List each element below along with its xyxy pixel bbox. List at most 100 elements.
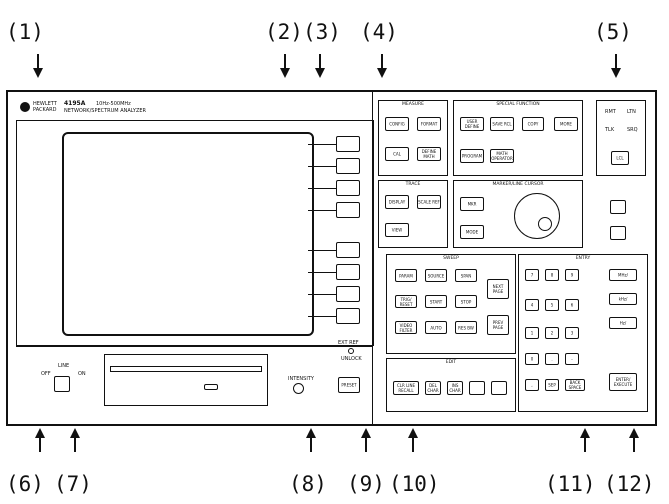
key-label: INS CHAR xyxy=(449,383,461,393)
callout-2: (2) xyxy=(265,20,303,44)
unit-key-2[interactable]: kHz/ xyxy=(609,293,637,305)
clr-line-recall-key[interactable]: CLR LINE RECALL xyxy=(393,381,419,395)
math-operator-key[interactable]: MATH OPERATOR xyxy=(490,149,514,163)
callout-7: (7) xyxy=(54,472,92,496)
key-7[interactable]: 7 xyxy=(525,269,539,281)
key-label: . xyxy=(551,356,553,362)
key-label: MHz/ xyxy=(618,272,628,278)
key-label: VIDEO FILTER xyxy=(399,322,413,333)
srq-label: SRQ xyxy=(627,127,638,133)
measure-section: MEASURE CONFIG FORMAT CAL DEFINE MATH xyxy=(378,100,448,176)
special-function-title: SPECIAL FUNCTION xyxy=(496,102,540,107)
unit-key-1[interactable]: MHz/ xyxy=(609,269,637,281)
key-label: 4 xyxy=(530,302,534,308)
user-define-key[interactable]: USER DEFINE xyxy=(460,117,484,131)
key-label: 5 xyxy=(550,302,554,308)
config-key[interactable]: CONFIG xyxy=(385,117,409,131)
del-char-key[interactable]: DEL CHAR xyxy=(425,381,441,395)
model-subtitle: NETWORK/SPECTRUM ANALYZER xyxy=(64,108,147,114)
key-label: SAVE RCL xyxy=(492,121,512,127)
start-key[interactable]: START xyxy=(425,295,447,308)
key-label: STOP xyxy=(460,299,472,304)
aux-key-lower[interactable] xyxy=(610,226,626,240)
key-label: kHz/ xyxy=(618,296,628,302)
span-key[interactable]: SPAN xyxy=(455,269,477,282)
view-key[interactable]: VIEW xyxy=(385,223,409,237)
unit-key-3[interactable]: Hz/ xyxy=(609,317,637,329)
softkey-1[interactable] xyxy=(336,136,360,152)
trig-reset-key[interactable]: TRIG/ RESET xyxy=(395,295,417,308)
key-sep[interactable]: SEP xyxy=(545,379,559,391)
mode-key[interactable]: MODE xyxy=(460,225,484,239)
prev-page-key[interactable]: PREV PAGE xyxy=(487,315,509,335)
key-label: TRIG/ RESET xyxy=(399,296,413,307)
softkey-6[interactable] xyxy=(336,264,360,280)
more-key[interactable]: MORE xyxy=(554,117,578,131)
key-4[interactable]: 4 xyxy=(525,299,539,311)
key-label: PREV PAGE xyxy=(492,320,504,330)
define-math-key[interactable]: DEFINE MATH xyxy=(417,147,441,161)
key-2[interactable]: 2 xyxy=(545,327,559,339)
aux-key-upper[interactable] xyxy=(610,200,626,214)
brand-line1: HEWLETT xyxy=(33,101,57,107)
key-label: 3 xyxy=(570,330,574,336)
lcl-key[interactable]: LCL xyxy=(611,151,629,165)
key-minus[interactable]: - xyxy=(565,353,579,365)
intensity-knob[interactable] xyxy=(293,383,304,394)
key-label: Hz/ xyxy=(619,320,627,326)
auto-key[interactable]: AUTO xyxy=(425,321,447,334)
key-5[interactable]: 5 xyxy=(545,299,559,311)
key-label: CONFIG xyxy=(389,121,405,127)
softkey-8[interactable] xyxy=(336,308,360,324)
key-label: DEL CHAR xyxy=(427,383,439,393)
res-bw-key[interactable]: RES BW xyxy=(455,321,477,334)
key-label: MKR xyxy=(467,201,477,207)
key-label: USER DEFINE xyxy=(464,119,480,129)
key-6[interactable]: 6 xyxy=(565,299,579,311)
key-dot[interactable]: . xyxy=(545,353,559,365)
brand-strip: HEWLETT PACKARD 4195A NETWORK/SPECTRUM A… xyxy=(16,98,372,118)
rpg-knob[interactable] xyxy=(514,193,560,239)
save-rcl-key[interactable]: SAVE RCL xyxy=(490,117,514,131)
key-1[interactable]: 1 xyxy=(525,327,539,339)
scale-ref-key[interactable]: SCALE REF xyxy=(417,195,441,209)
video-filter-key[interactable]: VIDEO FILTER xyxy=(395,321,417,334)
control-area xyxy=(372,92,658,424)
callout-8: (8) xyxy=(289,472,327,496)
preset-button[interactable]: PRESET xyxy=(338,377,360,393)
key-3[interactable]: 3 xyxy=(565,327,579,339)
key-label: 7 xyxy=(530,272,534,278)
softkey-5[interactable] xyxy=(336,242,360,258)
softkey-leader-line xyxy=(308,250,336,251)
cal-key[interactable]: CAL xyxy=(385,147,409,161)
source-key[interactable]: SOURCE xyxy=(425,269,447,282)
back-space-key[interactable]: BACK SPACE xyxy=(565,379,585,391)
next-page-key[interactable]: NEXT PAGE xyxy=(487,279,509,299)
display-key[interactable]: DISPLAY xyxy=(385,195,409,209)
line-power-switch[interactable] xyxy=(54,376,70,392)
program-key[interactable]: PROGRAM xyxy=(460,149,484,163)
ins-char-key[interactable]: INS CHAR xyxy=(447,381,463,395)
softkey-4[interactable] xyxy=(336,202,360,218)
copy-key[interactable]: COPY xyxy=(522,117,544,131)
softkey-7[interactable] xyxy=(336,286,360,302)
callout-6: (6) xyxy=(6,472,44,496)
key-0[interactable]: 0 xyxy=(525,353,539,365)
enter-execute-key[interactable]: ENTER/ EXECUTE xyxy=(609,373,637,391)
key-8[interactable]: 8 xyxy=(545,269,559,281)
param-key[interactable]: PARAM xyxy=(395,269,417,282)
stop-key[interactable]: STOP xyxy=(455,295,477,308)
softkey-3[interactable] xyxy=(336,180,360,196)
floppy-eject-button[interactable] xyxy=(204,384,218,390)
mkr-key[interactable]: MKR xyxy=(460,197,484,211)
key-label: 1 xyxy=(530,330,534,336)
softkey-2[interactable] xyxy=(336,158,360,174)
format-key[interactable]: FORMAT xyxy=(417,117,441,131)
callout-5: (5) xyxy=(594,20,632,44)
cursor-right-key[interactable] xyxy=(491,381,507,395)
key-comma[interactable]: , xyxy=(525,379,539,391)
lower-left-panel xyxy=(16,346,372,423)
key-9[interactable]: 9 xyxy=(565,269,579,281)
cursor-left-key[interactable] xyxy=(469,381,485,395)
key-label: AUTO xyxy=(430,325,442,330)
